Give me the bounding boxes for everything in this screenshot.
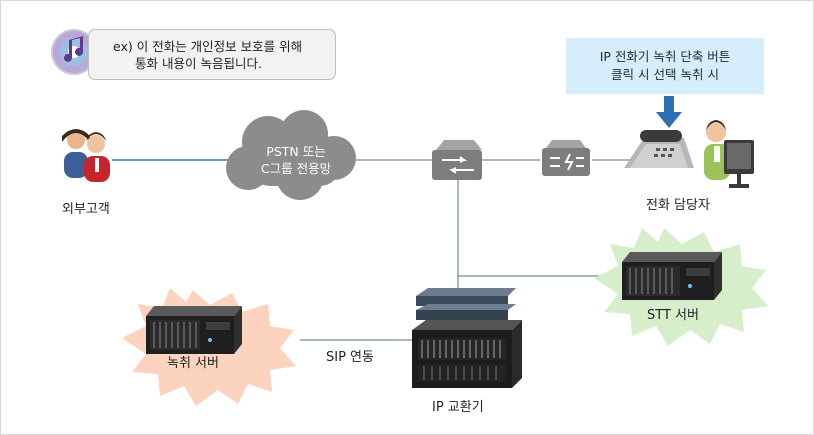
ip-exchange-icon — [412, 288, 522, 388]
network-label: PSTN 또는 C그룹 전용망 — [248, 143, 344, 177]
customer-people-icon — [62, 129, 110, 182]
callout-line-2: 클릭 시 선택 녹취 시 — [611, 67, 719, 82]
notice-line-2: 통화 내용이 녹음됩니다. — [135, 56, 262, 71]
gateway-icon — [542, 140, 590, 176]
switch-icon — [432, 140, 482, 180]
agent-workstation-icon — [624, 120, 754, 188]
recording-server-label: 녹취 서버 — [167, 356, 219, 371]
notice-line-1: ex) 이 전화는 개인정보 보호를 위해 — [113, 39, 303, 54]
music-disc-icon — [51, 29, 97, 75]
callout-arrow-icon — [656, 96, 682, 128]
recording-notice: ex) 이 전화는 개인정보 보호를 위해 통화 내용이 녹음됩니다. — [88, 29, 336, 80]
network-label-line-2: C그룹 전용망 — [260, 161, 332, 176]
recording-server-icon — [146, 306, 242, 354]
agent-label: 전화 담당자 — [646, 198, 710, 213]
callout-box: IP 전화기 녹취 단축 버튼 클릭 시 선택 녹취 시 — [566, 38, 764, 94]
connection-lines — [112, 159, 630, 341]
network-label-line-1: PSTN 또는 — [266, 144, 326, 159]
stt-server-icon — [622, 252, 722, 300]
sip-link-label: SIP 연동 — [326, 350, 374, 365]
customer-label: 외부고객 — [62, 202, 110, 217]
callout-line-1: IP 전화기 녹취 단축 버튼 — [599, 49, 731, 64]
network-cloud — [226, 110, 356, 200]
ip-exchange-label: IP 교환기 — [432, 400, 484, 415]
stt-server-label: STT 서버 — [647, 308, 699, 323]
